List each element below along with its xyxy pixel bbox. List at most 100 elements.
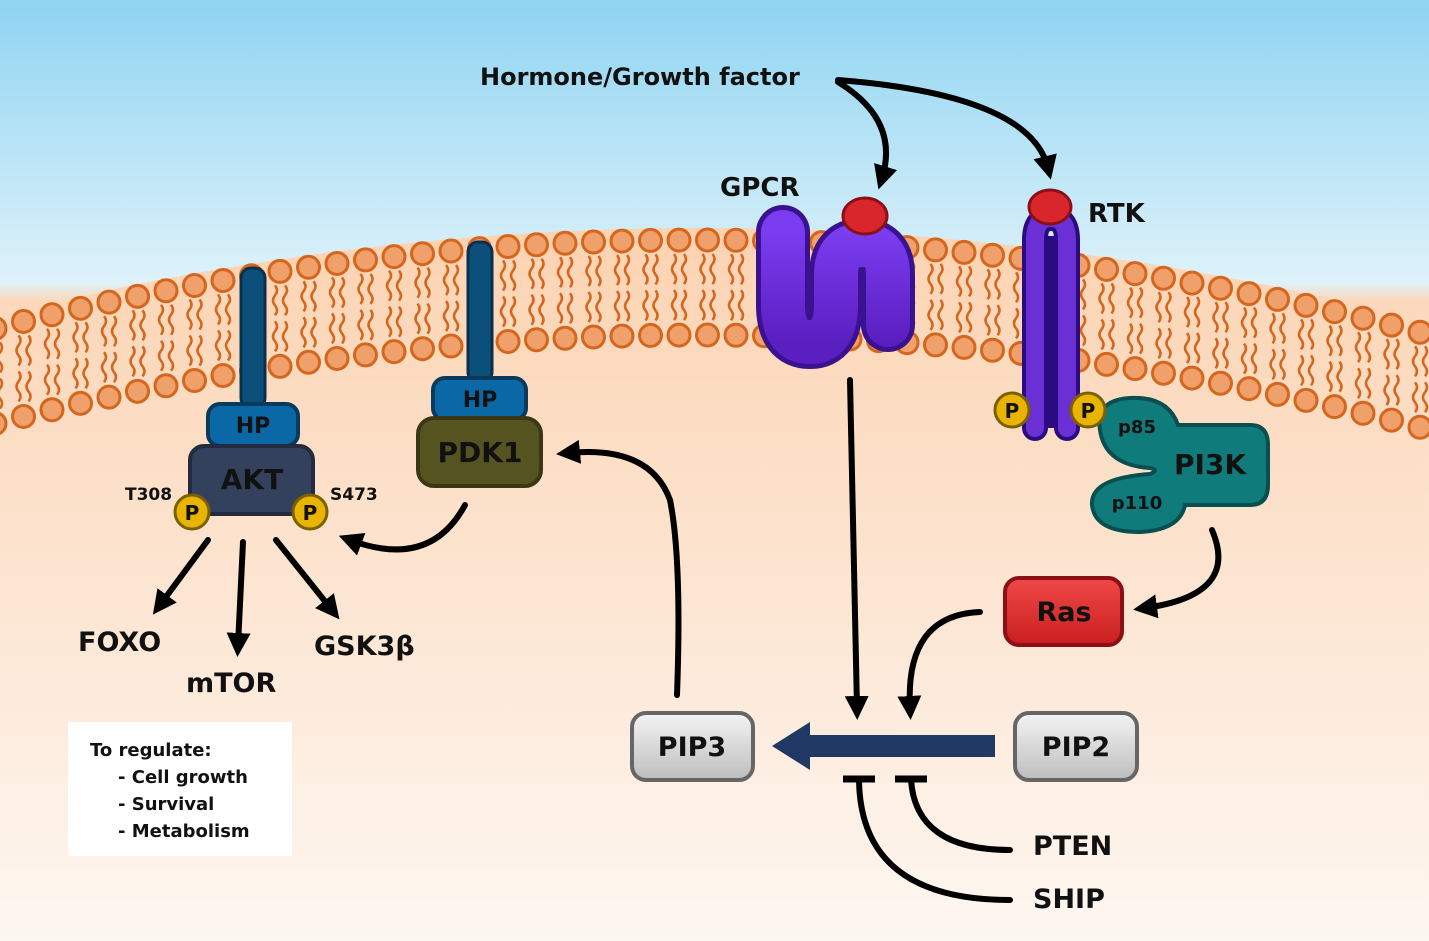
lipid-tail [652, 289, 659, 322]
lipid-tail [1126, 286, 1134, 319]
lipid-tail [642, 289, 649, 322]
lipid-tail [139, 345, 146, 378]
lipid-tail [1165, 291, 1172, 324]
lipid-head [1379, 407, 1404, 433]
lipid-tail [367, 309, 374, 341]
lipid-head [68, 295, 93, 321]
lipid-tail [623, 254, 631, 286]
lipid-head [638, 322, 663, 348]
gpcr-label: GPCR [720, 173, 800, 203]
lipid-tail [528, 257, 535, 290]
lipid-tail [224, 329, 232, 362]
lipid-tail [1108, 318, 1115, 351]
lipid-tail [395, 305, 403, 338]
svg-text:P: P [185, 501, 200, 525]
lipid-tail [157, 303, 165, 336]
lipid-head [11, 403, 36, 429]
lipid-head [353, 247, 378, 273]
lipid-head [723, 227, 749, 253]
lipid-head [1122, 261, 1148, 287]
lipid-tail [509, 295, 517, 328]
lipid-tail [53, 327, 61, 360]
phosphate-rtk-right: P [1069, 391, 1107, 429]
note-item: - Survival [118, 794, 214, 815]
lipid-head [1151, 360, 1176, 386]
lipid-tail [509, 259, 517, 292]
lipid-tail [727, 289, 735, 322]
lipid-head [296, 254, 321, 280]
lipid-tail [338, 312, 346, 345]
pip2-to-pip3-arrow [772, 722, 995, 770]
lipid-tail [310, 280, 317, 313]
lipid-tail [1336, 360, 1343, 393]
lipid-tail [452, 300, 460, 332]
lipid-tail [357, 273, 364, 305]
lipid-head [210, 268, 236, 294]
lipid-tail [1279, 312, 1286, 345]
lipid-head [581, 229, 606, 255]
akt-kinase [188, 444, 315, 516]
lipid-head [324, 250, 350, 276]
gsk3b-label: GSK3β [314, 631, 415, 662]
lipid-head [153, 373, 179, 399]
lipid-head [1350, 400, 1376, 426]
lipid-tail [613, 290, 621, 322]
pip2: PIP2 [1013, 711, 1139, 782]
lipid-head [1236, 376, 1262, 402]
arrow-to-gsk3b [273, 537, 340, 620]
lipid-head [980, 242, 1005, 268]
arrow-to-foxo [152, 537, 211, 615]
lipid-tail [1297, 318, 1305, 351]
lipid-head [1322, 299, 1347, 325]
hormone-label: Hormone/Growth factor [480, 63, 800, 91]
lipid-tail [281, 284, 289, 317]
lipid-tail [385, 269, 393, 302]
akt-membrane-anchor [239, 266, 267, 410]
lipid-head [438, 333, 464, 359]
lipid-head [267, 258, 293, 284]
rtk: RTK [1022, 188, 1146, 441]
lipid-tail [214, 329, 222, 362]
lipid-tail [424, 266, 431, 299]
ship-label: SHIP [1033, 884, 1105, 915]
lipid-tail [1136, 286, 1144, 319]
lipid-head [0, 317, 8, 340]
lipid-tail [72, 321, 79, 354]
lipid-tail [196, 334, 203, 367]
lipid-tail [528, 293, 535, 326]
lipid-head [1208, 370, 1233, 396]
lipid-tail [1411, 381, 1419, 414]
lipid-head [1322, 394, 1347, 420]
lipid-head [410, 336, 435, 362]
lipid-tail [1279, 348, 1286, 381]
lipid-tail [955, 265, 963, 298]
lipid-head [324, 345, 350, 371]
lipid-head [381, 339, 407, 365]
lipid-head [923, 332, 948, 358]
lipid-head [182, 272, 207, 298]
note-title: To regulate: [90, 740, 212, 761]
lipid-head [951, 334, 977, 360]
lipid-tail [1421, 345, 1429, 378]
lipid-tail [110, 351, 118, 383]
lipid-head [695, 322, 720, 348]
lipid-head [524, 232, 549, 258]
lipid-tail [43, 327, 51, 360]
s473-label: S473 [330, 485, 378, 505]
arrow-ras-to-conversion [897, 609, 983, 720]
lipid-head [1094, 351, 1119, 377]
lipid-head [1265, 286, 1290, 312]
lipid-tail [994, 268, 1001, 301]
lipid-tail [157, 339, 165, 372]
lipid-tail [338, 276, 346, 309]
gpcr-ligand-site [841, 196, 889, 236]
pip3: PIP3 [630, 711, 755, 782]
lipid-tail [1307, 354, 1315, 387]
lipid-tail [1354, 367, 1362, 400]
lipid-tail [53, 363, 61, 396]
lipid-tail [955, 301, 963, 334]
lipid-tail [328, 312, 336, 345]
pdk1-kinase [416, 416, 543, 488]
lipid-head [39, 302, 65, 328]
